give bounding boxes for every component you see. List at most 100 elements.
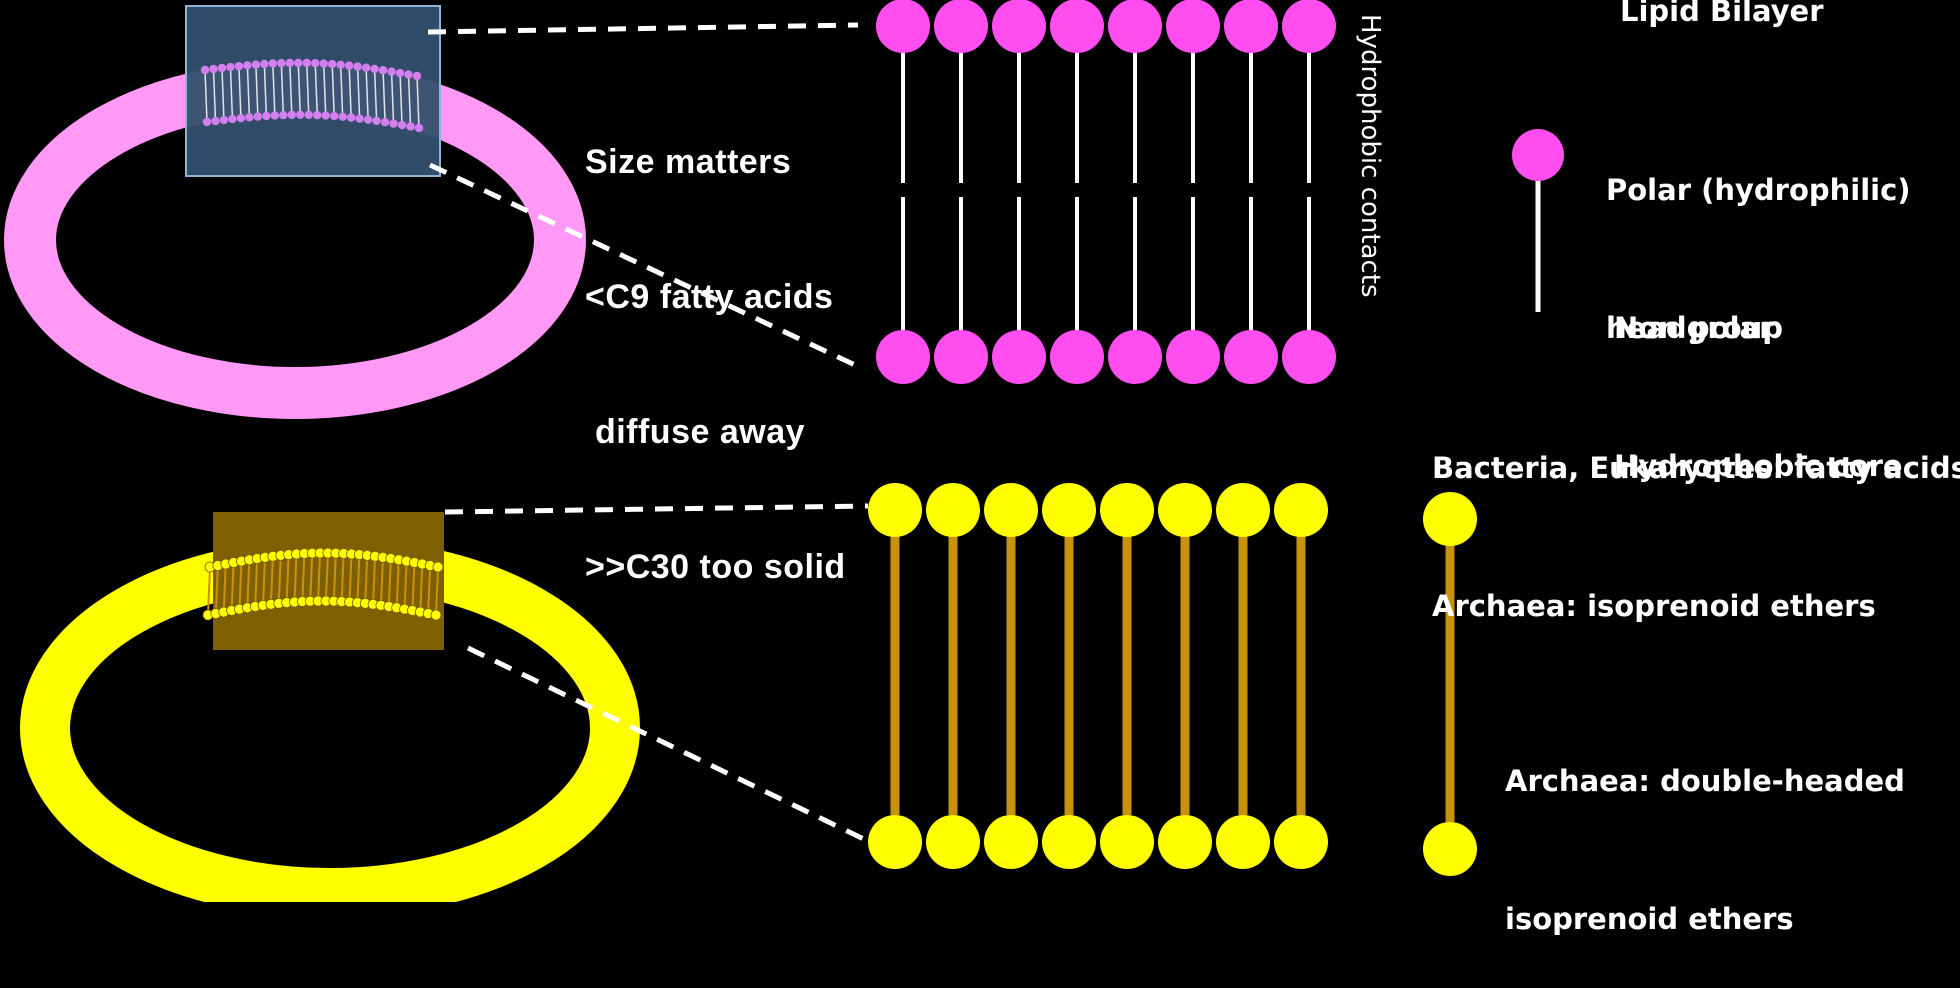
inset-upper-head: [217, 63, 227, 73]
inset-archaea-tail: [230, 562, 235, 611]
bilayer-upper-headgroup: [1166, 0, 1220, 53]
inset-lower-head: [253, 112, 263, 121]
inset-lower-head: [346, 113, 356, 122]
zoom-line-bottom-upper: [444, 503, 869, 515]
inset-archaea-tail: [277, 555, 282, 604]
inset-upper-head: [294, 58, 303, 68]
inset-lipid-tail: [255, 64, 259, 117]
inset-archaea-tail: [332, 553, 337, 602]
bilayer-lower-headgroup: [1050, 330, 1104, 384]
inset-archaea-tail: [387, 558, 392, 607]
inset-archaea-tail: [419, 563, 424, 613]
inset-upper-head: [277, 58, 286, 68]
membrane-diagram: [4, 0, 1564, 902]
bilayer-lower-headgroup: [876, 330, 930, 384]
inset-upper-head: [243, 61, 252, 70]
zoom-line-top-lower: [428, 162, 857, 368]
inset-lipid-tail: [348, 65, 352, 118]
inset-lipid-tail: [306, 62, 310, 115]
inset-lower-head: [270, 111, 280, 120]
inset-lipid-tail: [416, 75, 420, 129]
zoom-line-bottom-lower: [466, 645, 874, 846]
inset-archaea-tail: [309, 553, 314, 602]
inset-upper-head: [328, 59, 337, 69]
size-note-line-3: diffuse away: [585, 413, 806, 451]
double-headed-lipid-top-head: [1423, 492, 1477, 546]
membrane-types-line-2: Archaea: isoprenoid ethers: [1432, 589, 1876, 623]
inset-upper-head: [395, 68, 405, 78]
inset-lower-head: [414, 123, 424, 133]
inset-archaea-tail: [246, 559, 251, 608]
inset-archaea-tail: [254, 558, 259, 607]
legend-polar-label: Polar (hydrophilic) headgroup: [1606, 75, 1911, 397]
inset-upper-head: [361, 63, 371, 72]
inset-upper-head: [404, 70, 413, 79]
zoom-line-top-upper: [427, 22, 859, 35]
inset-lower-head: [262, 111, 271, 121]
inset-archaea-tail: [395, 559, 400, 608]
size-note-line-4: >>C30 too solid: [585, 548, 846, 586]
inset-lipid-tail: [289, 62, 293, 115]
inset-archaea-tail: [285, 554, 290, 603]
archaea-lower-headgroup: [868, 815, 922, 869]
inset-archaea-tail: [372, 556, 377, 605]
inset-upper-head: [200, 65, 210, 75]
inset-lower-head: [389, 119, 398, 128]
inset-lipid-tail: [382, 70, 386, 123]
inset-upper-head: [234, 61, 244, 71]
inset-lower-head: [321, 111, 330, 120]
archaea-lower-headgroup: [1216, 815, 1270, 869]
legend-nonpolar-line-2: Hydrophobic core: [1614, 449, 1903, 483]
inset-lipid-tail: [399, 73, 403, 126]
inset-archaea-tail: [411, 562, 416, 611]
archaea-upper-headgroup: [1158, 483, 1212, 537]
archaea-lower-headgroup: [1158, 815, 1212, 869]
inset-archaea-tail: [214, 565, 219, 614]
legend-title: Lipid Bilayer: [1620, 0, 1824, 28]
inset-lipid-tail: [339, 64, 344, 117]
bilayer-inset-lipids: [200, 58, 424, 133]
inset-upper-head: [311, 58, 320, 68]
archaea-inset-lipids: [202, 547, 444, 621]
inset-archaea-tail: [348, 553, 353, 603]
inset-lipid-tail: [238, 66, 242, 119]
inset-lower-head: [219, 115, 229, 125]
legend-headgroup: [1512, 129, 1564, 181]
inset-lipid-tail: [407, 74, 412, 127]
legend-nonpolar-line-1: Non polar: [1614, 311, 1774, 345]
inset-upper-head: [319, 59, 328, 68]
inset-archaea-tail: [317, 552, 322, 602]
inset-archaea-upper-head: [432, 561, 444, 573]
inset-upper-head: [268, 59, 278, 68]
membrane-types-line-1: Bacteria, Eukaryotes: fatty acids: [1432, 451, 1960, 485]
inset-upper-head: [378, 66, 388, 75]
inset-lipid-tail: [204, 69, 208, 123]
inset-upper-head: [344, 61, 354, 70]
inset-lipid-tail: [365, 67, 369, 120]
size-note-line-2: <C9 fatty acids: [585, 278, 834, 316]
inset-archaea-tail: [293, 553, 298, 603]
inset-lower-head: [372, 116, 381, 126]
size-matters-note: Size matters <C9 fatty acids diffuse awa…: [585, 50, 846, 635]
archaea-lower-headgroup: [1042, 815, 1096, 869]
inset-upper-head: [412, 71, 422, 81]
inset-lower-head: [287, 110, 296, 120]
archaea-lower-headgroup: [1274, 815, 1328, 869]
hydrophobic-contacts-label: Hydrophobic contacts: [1355, 14, 1385, 298]
inset-lower-head: [245, 113, 254, 122]
inset-lower-head: [304, 110, 313, 120]
bilayer-upper-headgroup: [934, 0, 988, 53]
archaea-note-line-1: Archaea: double-headed: [1505, 764, 1905, 798]
inset-lower-head: [236, 113, 246, 123]
bilayer-lower-headgroup: [1282, 330, 1336, 384]
archaea-note-line-2: isoprenoid ethers: [1505, 902, 1794, 936]
bilayer-upper-headgroup: [876, 0, 930, 53]
archaea-monolayer-schematic: [868, 483, 1328, 869]
inset-upper-head: [353, 62, 362, 71]
archaea-double-headed-label: Archaea: double-headed isoprenoid ethers: [1505, 666, 1905, 988]
inset-archaea-tail: [269, 556, 274, 605]
legend-polar-line-2: headgroup: [1606, 311, 1784, 345]
inset-upper-head: [387, 67, 396, 76]
bilayer-lower-headgroup: [934, 330, 988, 384]
inset-upper-head: [370, 64, 379, 74]
